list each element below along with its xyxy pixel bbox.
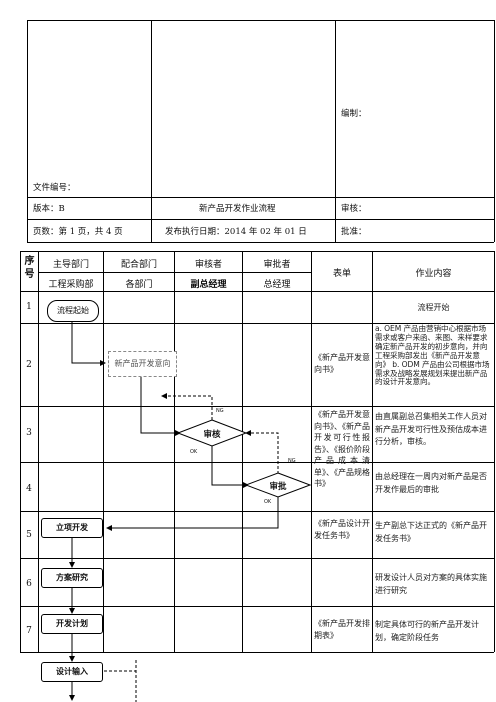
ok-label: OK [190, 449, 198, 455]
flow-plan-node: 开发计划 [41, 614, 103, 634]
header-main-dept-sub: 工程采购部 [48, 280, 94, 290]
ng-label: NG [216, 408, 224, 414]
row-number: 1 [26, 302, 32, 312]
row-number: 4 [26, 484, 32, 494]
review-label: 审核： [341, 204, 367, 214]
flow-approve-label: 审批 [269, 482, 287, 492]
row-work-content: 生产副总下达正式的《新产品开发任务书》 [375, 521, 487, 543]
document-title: 新产品开发作业流程 [199, 204, 276, 214]
flow-project-setup-label: 立项开发 [56, 523, 88, 532]
flow-project-setup-node: 立项开发 [41, 518, 103, 538]
row-work-content: a. OEM 产品由营销中心根据市场需求或客户来函、来图、来样要求确定新产品开发… [375, 324, 490, 387]
ng-label: NG [288, 458, 296, 464]
publish-date-label: 发布执行日期：2014 年 02 年 01 日 [165, 227, 307, 237]
row-work-content: 由直属副总召集相关工作人员对新产品开发可行性及预估成本进行分析，审核。 [375, 412, 487, 446]
header-reviewer: 审核者 [194, 260, 222, 270]
ok-label: OK [264, 499, 272, 505]
row-number: 7 [26, 626, 32, 636]
header-approver: 审批者 [263, 260, 291, 270]
row-work-content: 研发设计人员对方案的具体实施进行研究 [375, 573, 487, 595]
flow-plan-label: 开发计划 [56, 619, 88, 628]
approve-label: 批准： [341, 227, 367, 237]
approve-diamond [244, 472, 312, 498]
flow-start-label: 流程起始 [57, 306, 89, 315]
row-number: 3 [26, 428, 32, 438]
row-form: 《新产品设计开发任务书》 [314, 519, 370, 540]
flow-research-node: 方案研究 [41, 568, 103, 588]
row-work-content: 流程开始 [417, 303, 450, 312]
file-number-label: 文件编号： [33, 183, 76, 193]
version-label: 版本：B [33, 204, 65, 214]
flow-intent-node: 新产品开发意向 [108, 351, 177, 377]
header-reviewer-sub: 副总经理 [190, 280, 227, 290]
header-coop-dept-sub: 各部门 [125, 280, 153, 290]
header-work-content: 作业内容 [415, 269, 452, 279]
pages-label: 页数：第 1 页，共 4 页 [33, 227, 123, 237]
flow-start-node: 流程起始 [47, 300, 99, 322]
header-main-dept: 主导部门 [52, 260, 89, 270]
row-number: 5 [26, 530, 32, 540]
row-work-content: 制定具体可行的新产品开发计划，确定阶段任务 [375, 620, 479, 642]
row-form: 《新产品开发排期表》 [314, 619, 370, 640]
header-coop-dept: 配合部门 [120, 260, 157, 270]
flow-research-label: 方案研究 [56, 573, 88, 582]
row-work-content: 由总经理在一周内对新产品是否开发作最后的审批 [375, 472, 487, 494]
row-number: 2 [26, 360, 32, 370]
review-diamond [176, 419, 248, 447]
flow-design-input-label: 设计输入 [56, 667, 88, 676]
row-form: 《新产品开发意向书》、《新产品开发可行性报告》、《报价阶段产品成本清单》、《产品… [314, 410, 370, 488]
compiler-label: 编制： [341, 109, 367, 119]
flow-review-label: 审核 [203, 430, 221, 440]
header-form: 表单 [332, 269, 351, 279]
flow-intent-label: 新产品开发意向 [114, 359, 171, 368]
flow-design-input-node: 设计输入 [41, 662, 103, 682]
header-approver-sub: 总经理 [263, 280, 291, 290]
row-number: 6 [26, 579, 32, 589]
header-seq: 序号 [24, 256, 35, 280]
row-form: 《新产品开发意向书》 [314, 353, 370, 374]
